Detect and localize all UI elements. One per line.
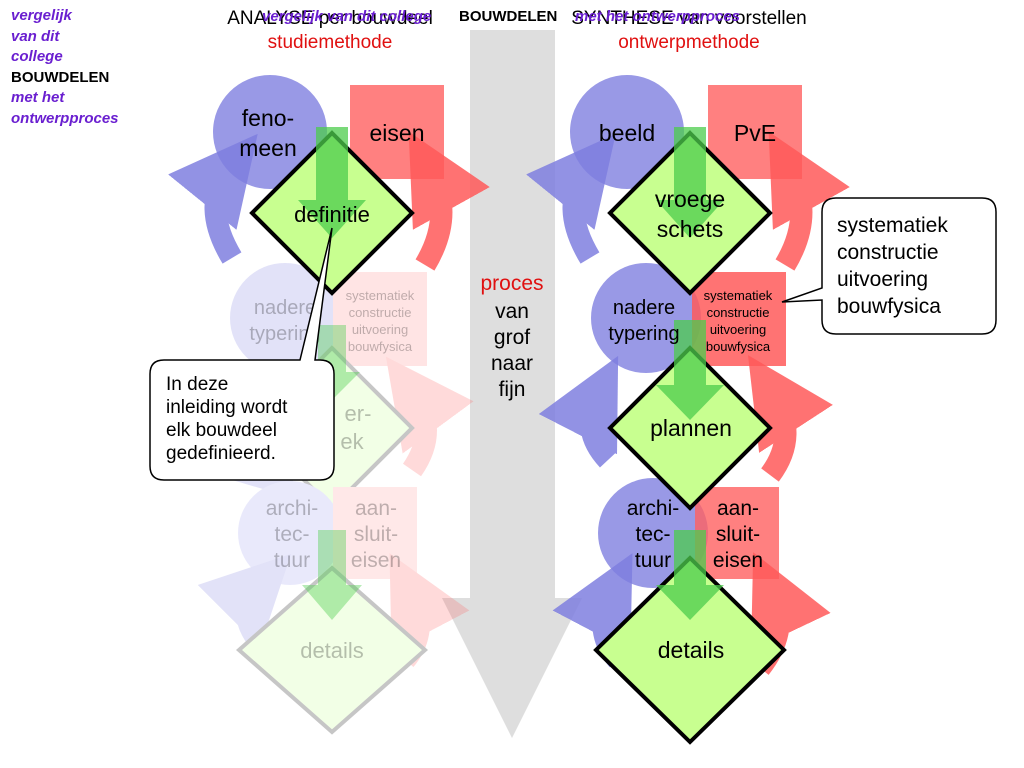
left-systematiek-label-3: uitvoering	[352, 322, 408, 337]
left-title: ANALYSE per bouwdeel	[227, 8, 433, 29]
left-archi-label-2: tec-	[274, 523, 309, 546]
right-callout-line-4: bouwfysica	[837, 295, 941, 318]
left-plannen-label-1: er-	[345, 401, 372, 426]
left-blue-arrow-3	[197, 553, 292, 648]
sidebar-line-3: college	[11, 48, 63, 65]
left-systematiek-label-2: constructie	[349, 305, 412, 320]
left-definitie-label: definitie	[294, 202, 370, 227]
right-subtitle: ontwerpmethode	[618, 32, 760, 53]
process-line-1: van	[495, 300, 529, 323]
left-nadere-label-2: typering	[249, 323, 320, 345]
right-callout-text: systematiek constructie uitvoering bouwf…	[837, 212, 948, 320]
left-red-arrow-1	[408, 131, 490, 271]
right-blue-arrow-2	[538, 355, 619, 468]
right-nadere-label-1: nadere	[613, 297, 675, 319]
left-subtitle: studiemethode	[268, 32, 393, 53]
left-aansluit-label-1: aan-	[355, 497, 397, 520]
left-red-arrow-3	[389, 553, 470, 668]
sidebar-line-1: vergelijk	[11, 7, 72, 24]
left-details-diamond	[235, 565, 429, 735]
right-vroege-label-2: schets	[657, 216, 723, 242]
left-plannen-label-2: ek	[340, 429, 364, 454]
left-green-arrow-1	[298, 127, 366, 238]
header-overlay-purple-1: vergelijk van dit college	[262, 8, 431, 25]
left-callout-bubble	[149, 227, 335, 481]
process-label: proces	[480, 272, 543, 295]
left-callout-line-1: In deze	[166, 374, 229, 395]
right-blue-arrow-1	[526, 133, 616, 264]
sidebar-line-2: van dit	[11, 27, 60, 45]
right-systematiek-label-2: constructie	[707, 305, 770, 320]
right-vroege-label-1: vroege	[655, 186, 725, 212]
right-red-arrow-2	[748, 355, 833, 482]
right-aansluit-label-1: aan-	[717, 497, 759, 520]
right-red-arrow-1	[768, 131, 850, 271]
right-details-label: details	[658, 637, 724, 663]
left-red-arrow-2	[385, 356, 474, 477]
left-callout-line-4: gedefinieerd.	[166, 443, 276, 464]
left-fenomeen-label-1: feno-	[242, 105, 294, 131]
right-green-arrow-2	[656, 320, 724, 420]
left-aansluit-label-2: sluit-	[354, 523, 398, 546]
process-line-4: fijn	[499, 378, 526, 401]
left-fenomeen-label-2: meen	[239, 135, 297, 161]
sidebar-line-5: met het	[11, 89, 65, 106]
right-systematiek-label-4: bouwfysica	[706, 339, 771, 354]
left-systematiek-label-4: bouwfysica	[348, 339, 413, 354]
right-aansluit-label-3: eisen	[713, 549, 763, 572]
right-systematiek-square	[692, 272, 786, 366]
process-line-3: naar	[491, 352, 533, 375]
right-archi-label-1: archi-	[627, 497, 680, 520]
left-eisen-label: eisen	[370, 120, 425, 146]
left-blue-arrow-1	[168, 133, 258, 264]
right-green-arrow-1	[656, 127, 724, 238]
right-archi-label-2: tec-	[635, 523, 670, 546]
right-green-arrow-3	[656, 530, 724, 620]
left-archi-label-1: archi-	[266, 497, 319, 520]
left-callout-line-2: inleiding wordt	[166, 397, 288, 418]
right-callout-bubble	[781, 197, 997, 335]
right-systematiek-label-3: uitvoering	[710, 322, 766, 337]
right-nadere-typering-circle	[591, 263, 701, 373]
header-overlay-black: BOUWDELEN	[459, 8, 557, 25]
right-plannen-label: plannen	[650, 415, 732, 441]
sidebar-line-6: ontwerpproces	[11, 109, 119, 127]
right-pve-label: PvE	[734, 120, 776, 146]
right-callout-line-1: systematiek	[837, 214, 948, 237]
right-title: SYNTHESE van voorstellen	[571, 8, 807, 29]
right-aansluit-label-2: sluit-	[716, 523, 760, 546]
left-systematiek-square	[333, 272, 427, 366]
right-plannen-diamond	[607, 345, 773, 511]
right-callout-line-2: constructie	[837, 241, 939, 264]
right-nadere-label-2: typering	[608, 323, 679, 345]
left-lower-faded-labels: nadere typering systematiek constructie …	[249, 288, 414, 663]
left-systematiek-label-1: systematiek	[346, 288, 415, 303]
right-beeld-label: beeld	[599, 120, 655, 146]
left-callout-line-3: elk bouwdeel	[166, 420, 277, 441]
right-callout-line-3: uitvoering	[837, 268, 929, 291]
left-aansluit-label-3: eisen	[351, 549, 401, 572]
left-callout-text: In deze inleiding wordt elk bouwdeel ged…	[166, 373, 287, 465]
left-details-label: details	[300, 638, 364, 663]
right-archi-label-3: tuur	[635, 549, 671, 572]
sidebar-note: vergelijk van dit college BOUWDELEN met …	[11, 6, 119, 129]
header-overlay-purple-2: met het ontwerpproces	[575, 8, 740, 25]
left-nadere-label-1: nadere	[254, 297, 316, 319]
right-details-diamond	[593, 555, 787, 745]
sidebar-line-4: BOUWDELEN	[11, 68, 110, 86]
process-line-2: grof	[494, 326, 530, 349]
right-systematiek-label-1: systematiek	[704, 288, 773, 303]
left-archi-label-3: tuur	[274, 549, 310, 572]
